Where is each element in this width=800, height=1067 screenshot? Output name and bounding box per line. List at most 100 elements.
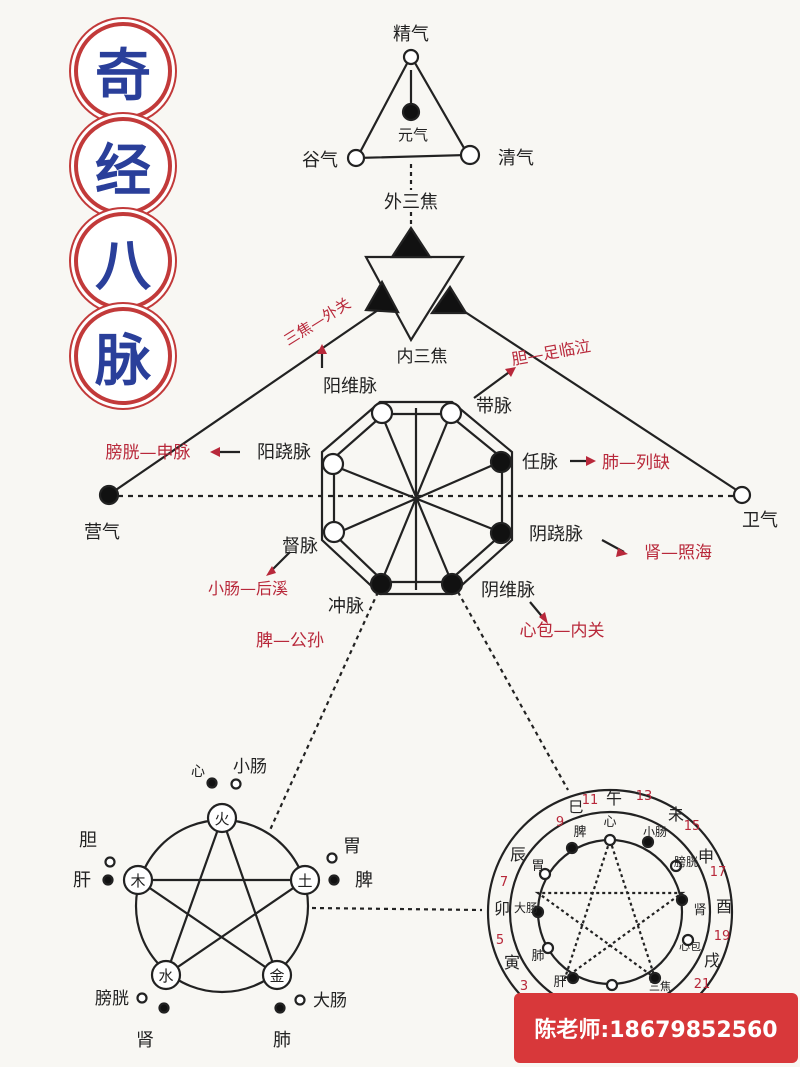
branch-wheel-inner [536,838,684,986]
note-chong: 脾—公孙 [256,631,324,651]
organ-dachang: 大肠 [514,901,538,915]
wheel-node [648,971,662,985]
wheel-node [531,905,545,919]
link-chong-five-elements [268,591,380,831]
organ-wei: 胃 [531,859,544,874]
label-metal: 金 [269,967,284,985]
label-small-intestine: 小肠 [233,757,267,777]
line-to-wei-qi [458,307,742,494]
wheel-node [605,978,619,992]
label-large-intestine: 大肠 [313,991,347,1011]
wheel-node [675,893,689,907]
label-kidney: 肾 [136,1030,154,1051]
ying-qi-node [98,484,120,506]
label-inner-sanjiao: 内三焦 [397,347,448,367]
organ-gan: 肝 [553,975,566,990]
qing-qi-node [459,144,481,166]
label-stomach: 胃 [343,836,361,857]
pip-stomach [326,852,338,864]
label-du: 督脉 [282,536,318,557]
label-outer-sanjiao: 外三焦 [384,192,438,213]
pip-heart [206,777,218,789]
wheel-node [538,867,552,881]
pip-kidney [158,1002,170,1014]
label-yin-qiao: 阴跷脉 [529,524,583,545]
label-yang-wei-top: 阳维脉 [323,376,377,397]
spoke [334,460,501,536]
node-chong [369,572,393,596]
branch-wu: 午 [606,789,622,808]
contact-banner: 陈老师:18679852560 [514,993,798,1063]
arrow-dai [473,369,513,399]
note-du: 小肠—后溪 [208,579,288,598]
three-qi-triangle [355,53,470,160]
wheel-node [566,971,580,985]
note-yin-wei: 心包—内关 [520,621,605,641]
title-char-1: 奇 [74,22,172,120]
label-earth: 土 [297,872,312,890]
note-dai: 胆—足临泣 [510,336,592,369]
link-earth-branch-wheel [311,906,483,912]
label-wei-qi: 卫气 [742,510,778,531]
element-metal [261,959,293,991]
pip-large-intestine [294,994,306,1006]
branch-yin: 寅 [504,953,520,972]
line-to-ying-qi [109,307,382,495]
organ-sanjiao: 三焦 [649,980,671,993]
gu-qi-node [346,148,366,168]
title-char-3: 八 [74,212,172,310]
pip-bladder [136,992,148,1004]
outer-sanjiao-mark-left [364,279,400,314]
branch-shen: 申 [698,847,714,866]
wheel-node [541,941,555,955]
element-fire [206,802,238,834]
organ-pi: 脾 [573,825,586,840]
organ-xinbao: 心包 [679,940,701,953]
node-yang-wei [370,401,394,425]
pip-small-intestine [230,778,242,790]
branch-wheel-star [534,836,686,981]
element-wood [122,864,154,896]
wheel-node [681,933,695,947]
hour-19: 19 [714,929,731,944]
label-heart: 心 [191,764,205,780]
hour-3: 3 [520,979,528,994]
label-yuan-qi: 元气 [398,126,428,144]
label-ying-qi: 营气 [84,522,120,543]
outer-sanjiao-mark-right [429,284,468,315]
label-yang-qiao: 阳跷脉 [257,442,311,463]
label-wood: 木 [130,872,145,890]
hour-7: 7 [500,875,508,890]
label-dai: 带脉 [476,396,512,417]
hour-13: 13 [636,789,653,804]
title-char-4: 脉 [74,307,172,405]
yuan-qi-node [401,102,421,122]
label-jing-qi: 精气 [393,24,429,45]
label-ren: 任脉 [522,452,558,473]
note-yang-qiao: 膀胱—申脉 [106,443,191,463]
organ-shen: 肾 [693,903,706,918]
node-du [322,520,346,544]
hour-15: 15 [684,819,701,834]
label-chong: 冲脉 [328,596,364,617]
pip-lung [274,1002,286,1014]
hour-5: 5 [496,933,504,948]
wheel-node [565,841,579,855]
node-yin-wei [440,572,464,596]
five-elements-star [134,814,309,978]
label-yin-wei: 阴维脉 [481,580,535,601]
element-earth [289,864,321,896]
organ-xin: 心 [603,815,616,830]
label-bladder: 膀胱 [95,989,129,1009]
label-spleen: 脾 [355,870,373,891]
wheel-node [669,859,683,873]
label-liver: 肝 [73,870,91,891]
label-gu-qi: 谷气 [302,150,338,171]
branch-mao: 卯 [494,899,510,918]
branch-si: 巳 [568,798,583,816]
note-ren: 肺—列缺 [602,453,670,473]
hour-11: 11 [582,793,599,808]
element-water [150,959,182,991]
